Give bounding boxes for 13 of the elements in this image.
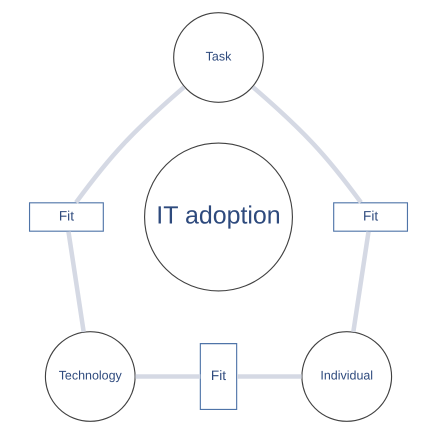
connector [74, 85, 186, 204]
connector [66, 231, 86, 332]
connector [237, 374, 302, 379]
node-box: Fit [333, 202, 408, 232]
node-box: Fit [28, 202, 104, 232]
connector [351, 231, 371, 332]
node-box: Fit [200, 343, 238, 410]
connector [135, 374, 200, 379]
node-circle: Technology [44, 331, 136, 422]
node-circle: Individual [301, 331, 392, 422]
connector [251, 85, 363, 204]
node-circle: IT adoption [144, 142, 293, 292]
node-circle: Task [173, 12, 264, 103]
